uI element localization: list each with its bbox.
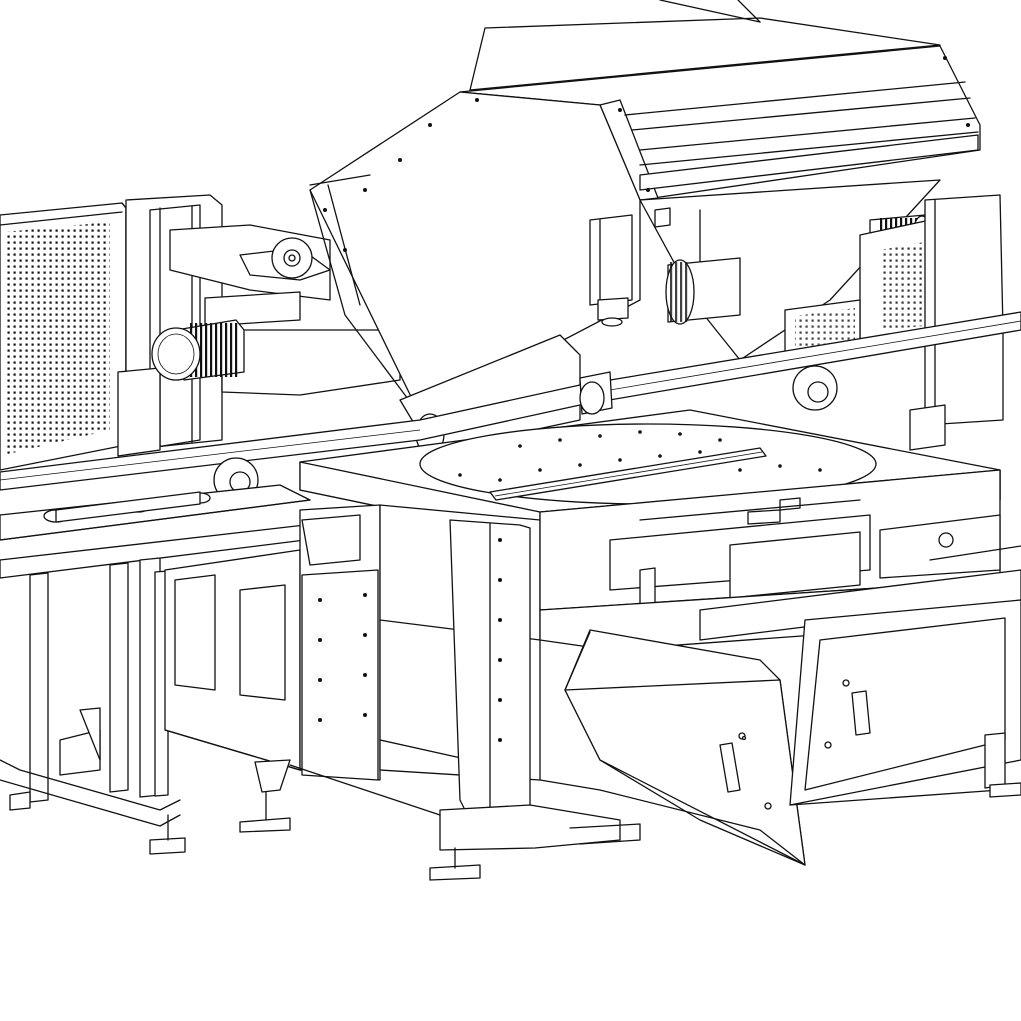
tilted-door-panel [539,599,1021,866]
base-frame [164,504,621,881]
perforated-guard-panel [0,202,127,471]
guide-rail [0,311,1021,491]
electrical-cabinet [539,469,1021,651]
left-column-frame [117,194,401,457]
left-gear-motor [151,319,245,381]
roller-conveyor [0,484,311,855]
vertical-slide-cylinder [589,214,633,327]
hardware-details [309,174,1021,561]
